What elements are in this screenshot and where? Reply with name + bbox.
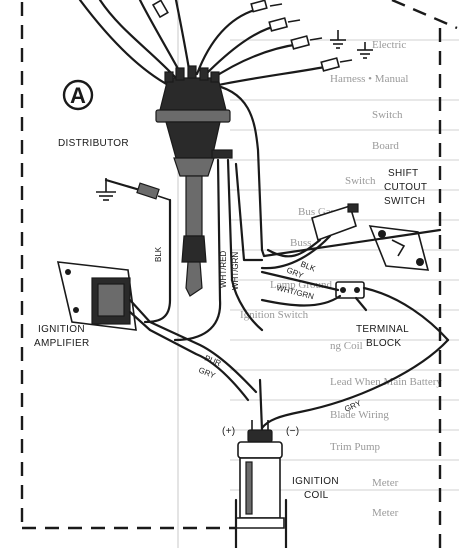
- ignition-coil: [234, 420, 288, 548]
- wire-label-gry: GRY: [197, 366, 217, 381]
- callout-a: A: [62, 79, 94, 111]
- coil-positive-label: (+): [222, 426, 235, 437]
- coil-negative-label: (−): [286, 426, 299, 437]
- ground-bolt: [96, 178, 171, 201]
- bg-row-text: Meter: [372, 477, 399, 489]
- bg-row-text: Blade Wiring: [330, 409, 389, 421]
- distributor: [155, 65, 233, 297]
- bg-row-text: Ignition Switch: [240, 309, 309, 321]
- shift-cutout-switch: [260, 203, 430, 271]
- spark-plug-boots: [151, 0, 373, 72]
- distributor-label: DISTRIBUTOR: [58, 138, 129, 149]
- wire-label-wht-red: WHT/RED: [219, 250, 228, 288]
- bg-row-text: Buss: [290, 237, 311, 249]
- bg-row-text: ng Coil: [330, 340, 363, 352]
- wire-label-blk: BLK: [154, 246, 163, 262]
- coil-feed-wires: [258, 228, 450, 432]
- bg-row-text: Electric: [372, 39, 406, 51]
- shift-cutout-switch-label: CUTOUT: [384, 182, 427, 193]
- wire-label-pur: PUR: [203, 354, 222, 369]
- bg-row-text: Trim Pump: [330, 441, 381, 453]
- terminal-block-label: BLOCK: [366, 338, 401, 349]
- bg-row-text: Harness • Manual: [330, 73, 408, 85]
- ignition-coil-label: IGNITION: [292, 476, 339, 487]
- ignition-coil-label: COIL: [304, 490, 329, 501]
- bg-row-text: Meter: [372, 507, 399, 519]
- terminal-block-label: TERMINAL: [356, 324, 409, 335]
- bg-row-text: Board: [372, 140, 399, 152]
- wire-label-wht-grn: WHT/GRN: [231, 252, 240, 290]
- ground-icon: [357, 42, 373, 59]
- bg-row-text: Lamp Ground: [270, 279, 333, 291]
- ground-icon: [330, 30, 346, 49]
- shift-cutout-switch-label: SWITCH: [384, 196, 425, 207]
- shift-cutout-switch-label: SHIFT: [388, 168, 418, 179]
- spark-plug-wires: [78, 0, 332, 252]
- dashed-boundary: [20, 0, 458, 548]
- ignition-amplifier: [56, 261, 258, 402]
- ignition-amplifier-label: IGNITION: [38, 324, 85, 335]
- ignition-amplifier-label: AMPLIFIER: [34, 338, 90, 349]
- terminal-block: [260, 270, 450, 342]
- callout-letter: A: [70, 83, 86, 108]
- bg-row-text: Switch: [372, 109, 403, 121]
- bg-row-text: Switch: [345, 175, 376, 187]
